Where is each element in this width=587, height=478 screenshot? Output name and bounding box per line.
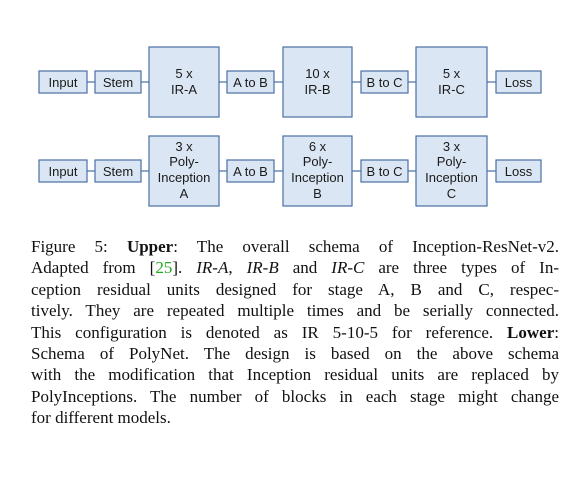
lower-b-to-c-box: B to C [360, 159, 409, 183]
upper-stage-b-line: 10 x [305, 66, 330, 81]
lower-stem-label: Stem [103, 164, 133, 179]
lower-label: Lower [507, 322, 555, 342]
citation-link[interactable]: 25 [155, 258, 173, 278]
lower-stage-a-line: Inception [158, 170, 211, 185]
upper-loss-box: Loss [495, 70, 542, 94]
lower-stem-box: Stem [94, 159, 142, 183]
caption-text: are three types of In- [364, 258, 559, 278]
upper-label: Upper [126, 237, 174, 256]
lower-input-label: Input [49, 164, 78, 179]
upper-stage-b-line: IR-B [305, 82, 331, 97]
caption-line: Figure 5: Upper: The overall schema of I… [31, 236, 559, 257]
upper-stage-c-line: IR-C [438, 82, 465, 97]
lower-stage-b-box: 6 x Poly- Inception B [282, 135, 353, 207]
upper-input-label: Input [49, 75, 78, 90]
upper-a-to-b-label: A to B [233, 75, 268, 90]
ir-a-term: IR-A [196, 258, 229, 278]
caption-text: : The overall schema of Inception-ResNet… [173, 237, 560, 256]
lower-a-to-b-box: A to B [226, 159, 275, 183]
caption-line: ception residual units designed for stag… [31, 279, 559, 299]
upper-row: Input Stem 5 x IR-A A to B 10 x IR-B B t… [38, 46, 542, 118]
upper-stem-label: Stem [103, 75, 133, 90]
lower-stage-a-line: Poly- [169, 154, 199, 169]
lower-stage-b-line: Poly- [303, 154, 333, 169]
lower-stage-b-line: Inception [291, 170, 344, 185]
caption-text: and [278, 258, 332, 278]
lower-stage-c-line: Inception [425, 170, 478, 185]
caption-text: , [228, 258, 247, 278]
lower-stage-a-line: 3 x [175, 139, 193, 154]
upper-stage-a-line: 5 x [175, 66, 193, 81]
figure-label: Figure 5: [31, 237, 108, 256]
lower-stage-a-line: A [180, 186, 189, 201]
caption-line: tively. They are repeated multiple times… [31, 301, 559, 321]
upper-b-to-c-label: B to C [366, 75, 402, 90]
caption-line: Adapted from [25]. IR-A, IR-B and IR-C a… [31, 257, 559, 278]
lower-row: Input Stem 3 x Poly- Inception A A to B … [38, 135, 542, 207]
lower-input-box: Input [38, 159, 88, 183]
upper-stage-c-line: 5 x [443, 66, 461, 81]
caption-text: Adapted from [ [31, 258, 156, 278]
lower-stage-c-line: Poly- [437, 154, 467, 169]
lower-stage-c-line: 3 x [443, 139, 461, 154]
lower-b-to-c-label: B to C [366, 164, 402, 179]
caption-text: This configuration is denoted as IR 5-10… [31, 322, 508, 342]
lower-loss-box: Loss [495, 159, 542, 183]
caption-line: for different models. [31, 408, 171, 428]
lower-stage-a-box: 3 x Poly- Inception A [148, 135, 220, 207]
caption-line: with the modification that Inception res… [31, 365, 559, 385]
upper-stem-box: Stem [94, 70, 142, 94]
caption-line: This configuration is denoted as IR 5-10… [31, 322, 559, 343]
caption-text: ]. [172, 258, 197, 278]
upper-loss-label: Loss [505, 75, 533, 90]
upper-stage-c-box: 5 x IR-C [415, 46, 488, 118]
upper-stage-b-box: 10 x IR-B [282, 46, 353, 118]
caption-line: Schema of PolyNet. The design is based o… [31, 344, 559, 364]
upper-stage-a-box: 5 x IR-A [148, 46, 220, 118]
polynet-schema-diagram: Input Stem 5 x IR-A A to B 10 x IR-B B t… [38, 46, 542, 207]
lower-stage-b-line: 6 x [309, 139, 327, 154]
upper-a-to-b-box: A to B [226, 70, 275, 94]
lower-stage-b-line: B [313, 186, 322, 201]
caption-text: : [554, 322, 559, 342]
upper-input-box: Input [38, 70, 88, 94]
upper-b-to-c-box: B to C [360, 70, 409, 94]
lower-stage-c-line: C [447, 186, 456, 201]
caption-line: PolyInceptions. The number of blocks in … [31, 386, 559, 406]
lower-loss-label: Loss [505, 164, 533, 179]
figure-caption: Figure 5: Upper: The overall schema of I… [31, 236, 559, 429]
ir-b-term: IR-B [246, 258, 279, 278]
ir-c-term: IR-C [331, 258, 365, 278]
upper-stage-a-line: IR-A [171, 82, 197, 97]
lower-a-to-b-label: A to B [233, 164, 268, 179]
lower-stage-c-box: 3 x Poly- Inception C [415, 135, 488, 207]
